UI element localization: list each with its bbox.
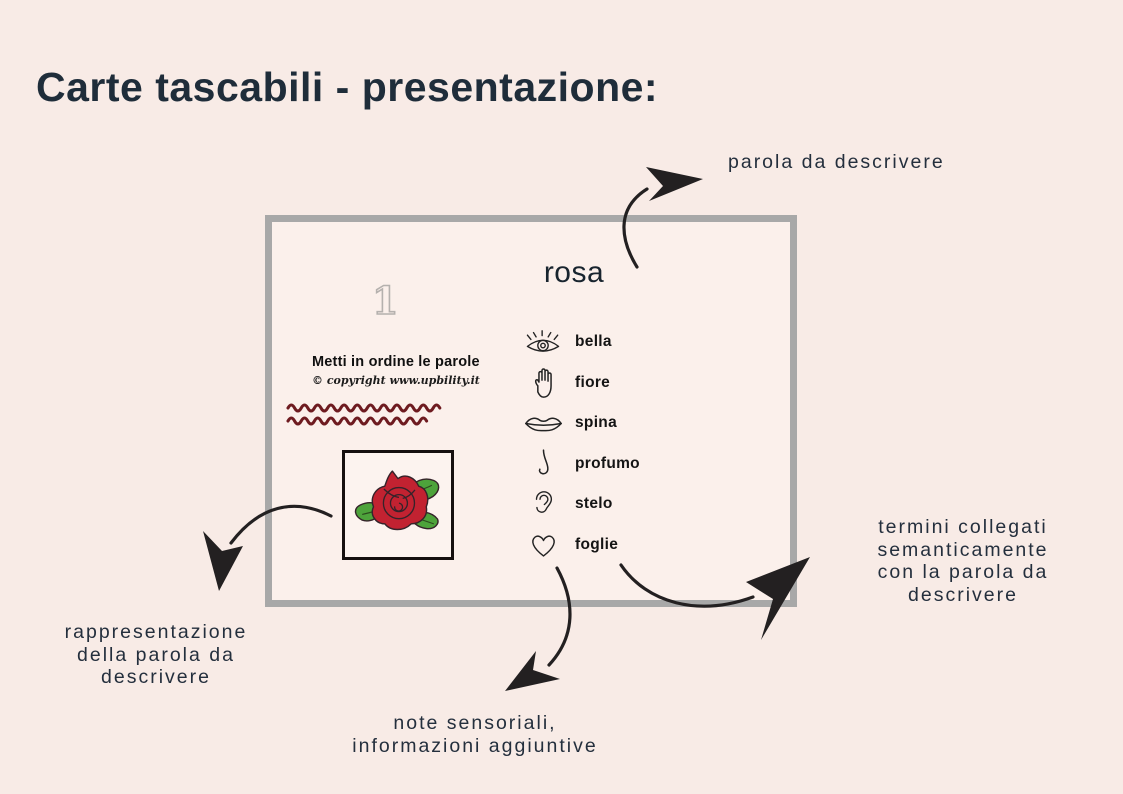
sense-row: profumo <box>520 444 640 485</box>
heart-icon <box>520 531 566 559</box>
squiggle-line <box>286 416 429 426</box>
ear-icon <box>520 489 566 520</box>
annotation-line: descrivere <box>908 583 1018 606</box>
sense-label: stelo <box>575 495 613 513</box>
word-image-box <box>342 450 454 560</box>
target-word: rosa <box>543 256 605 289</box>
annotation-line: informazioni aggiuntive <box>352 734 598 757</box>
annotation-line: rappresentazione <box>64 621 248 643</box>
rose-illustration <box>354 470 440 531</box>
annotation-line: descrivere <box>101 666 211 688</box>
eye-icon <box>520 329 566 356</box>
sense-list: bella fiore spina <box>520 322 640 565</box>
hand-icon <box>520 366 566 400</box>
annotation-related-terms: termini collegati semanticamente con la … <box>838 516 1088 606</box>
sense-row: bella <box>520 322 640 363</box>
sense-label: profumo <box>575 454 640 472</box>
sense-label: bella <box>575 333 612 351</box>
pocket-card: 1 rosa bella <box>265 215 797 607</box>
annotation-word-representation: rappresentazione della parola da descriv… <box>30 621 282 689</box>
annotation-line: note sensoriali, <box>393 712 557 734</box>
lips-icon <box>520 413 566 434</box>
sense-label: fiore <box>575 373 611 391</box>
instruction-text: Metti in ordine le parole <box>312 354 480 370</box>
card-number: 1 <box>371 277 399 324</box>
annotation-word-to-describe: parola da descrivere <box>728 151 945 173</box>
sense-row: stelo <box>520 484 640 525</box>
sense-row: fiore <box>520 363 640 404</box>
sense-row: spina <box>520 403 640 444</box>
copyright-text: © copyright www.upbility.it <box>312 374 480 387</box>
nose-icon <box>520 448 566 479</box>
annotation-line: con la parola da <box>877 561 1049 583</box>
page-title: Carte tascabili - presentazione: <box>36 64 659 110</box>
sense-row: foglie <box>520 525 640 566</box>
sense-label: foglie <box>575 535 619 553</box>
annotation-sensory-notes: note sensoriali, informazioni aggiuntive <box>313 712 637 757</box>
annotation-line: della parola da <box>77 643 235 666</box>
sense-label: spina <box>575 414 617 432</box>
annotation-line: semanticamente <box>877 538 1049 561</box>
squiggle-line <box>286 403 442 413</box>
annotation-line: termini collegati <box>878 516 1048 538</box>
